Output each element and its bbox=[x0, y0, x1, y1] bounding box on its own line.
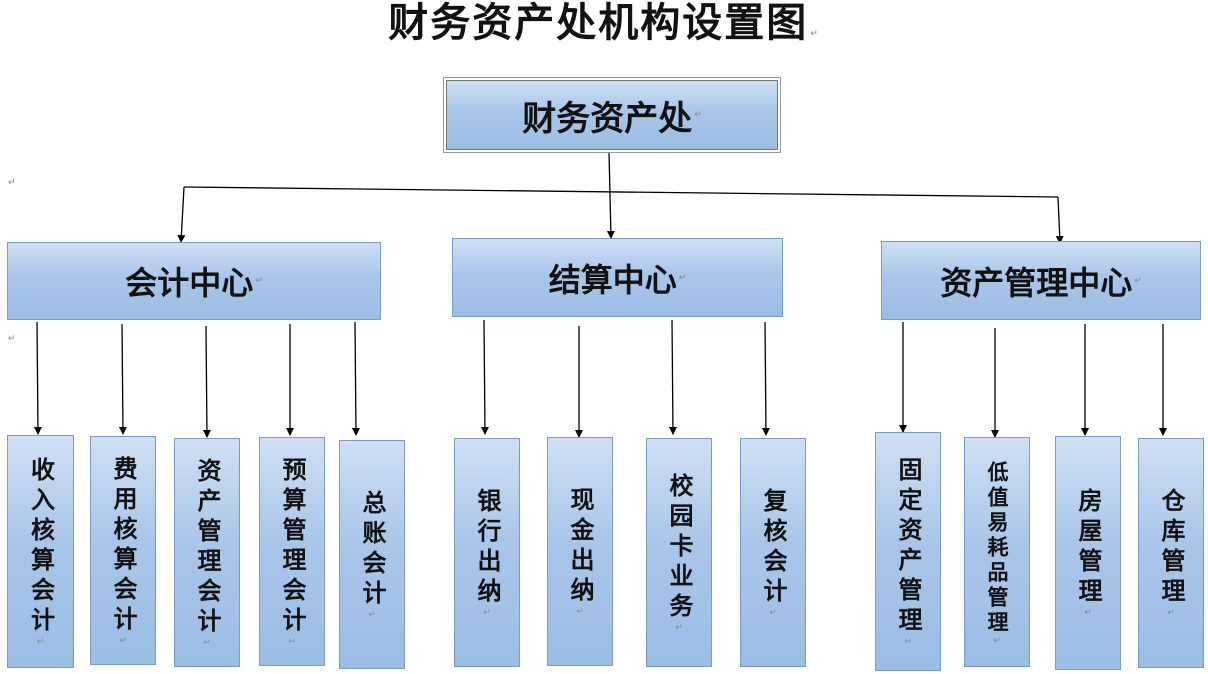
root-node-finance-asset-office: 财务资产处↵ bbox=[446, 80, 778, 150]
node-accounting-center: 会计中心↵ bbox=[7, 242, 381, 320]
arrow-leaf-3 bbox=[202, 325, 211, 438]
horizontal-bus-line bbox=[183, 186, 1059, 198]
diagram-title: 财务资产处机构设置图↵ bbox=[388, 0, 820, 46]
leaf-low-value-consumables-management: 低值易耗品管理↵ bbox=[964, 437, 1030, 667]
arrow-leaf-1 bbox=[33, 321, 42, 435]
arrow-leaf-2 bbox=[118, 323, 127, 435]
leaf-warehouse-management: 仓库管理↵ bbox=[1138, 438, 1204, 668]
arrow-leaf-9 bbox=[761, 321, 770, 436]
arrow-leaf-8 bbox=[668, 319, 677, 435]
bus-to-asset-line bbox=[1055, 196, 1064, 244]
leaf-cash-cashier: 现金出纳↵ bbox=[547, 437, 613, 666]
leaf-review-accounting: 复核会计↵ bbox=[740, 438, 806, 667]
node-settlement-center: 结算中心↵ bbox=[452, 238, 783, 317]
leaf-campus-card-service: 校园卡业务↵ bbox=[646, 438, 712, 667]
leaf-asset-management-accounting: 资产管理会计↵ bbox=[174, 438, 240, 667]
root-to-bus-line bbox=[606, 151, 615, 239]
arrow-leaf-5 bbox=[351, 321, 360, 436]
paragraph-mark: ↵ bbox=[8, 178, 16, 188]
bus-to-accounting-line bbox=[177, 186, 186, 243]
node-asset-management-center: 资产管理中心↵ bbox=[881, 241, 1201, 320]
arrow-leaf-6 bbox=[480, 319, 489, 435]
leaf-income-accounting: 收入核算会计↵ bbox=[7, 435, 74, 668]
leaf-housing-management: 房屋管理↵ bbox=[1055, 436, 1121, 670]
leaf-budget-management-accounting: 预算管理会计↵ bbox=[259, 437, 325, 666]
leaf-general-ledger-accounting: 总账会计↵ bbox=[339, 440, 405, 669]
leaf-fixed-asset-management: 固定资产管理↵ bbox=[875, 432, 941, 671]
paragraph-mark: ↵ bbox=[8, 334, 16, 344]
leaf-bank-cashier: 银行出纳↵ bbox=[454, 438, 520, 667]
leaf-expense-accounting: 费用核算会计↵ bbox=[90, 436, 156, 665]
